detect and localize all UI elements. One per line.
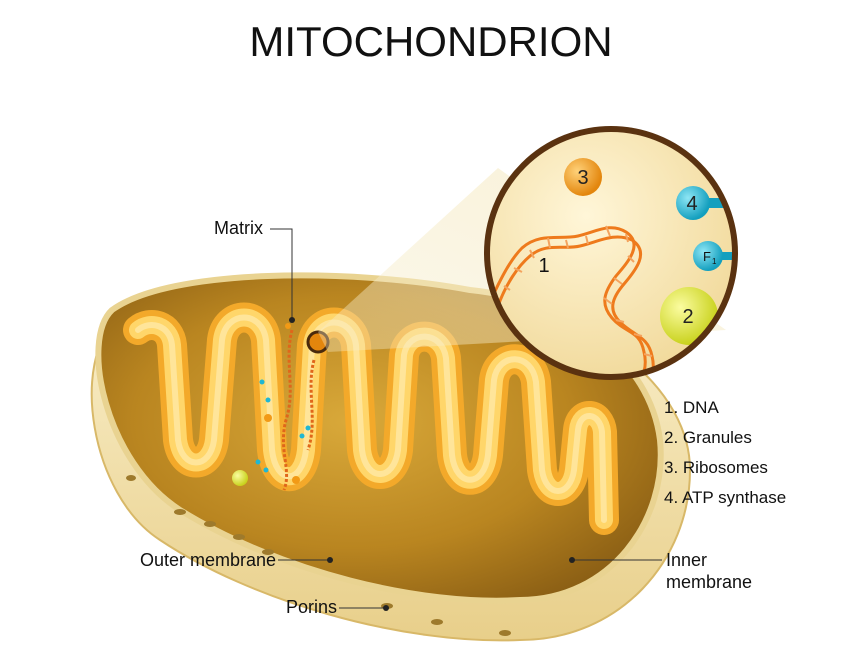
porin <box>431 619 443 625</box>
page-title: MITOCHONDRION <box>249 18 612 65</box>
matrix-dna <box>306 359 316 451</box>
atp-synthase-dot <box>259 379 265 385</box>
ribosome-dot <box>285 323 291 329</box>
granule-ball <box>660 287 718 345</box>
ribosome-dot <box>264 414 272 422</box>
f1-ball <box>693 241 723 271</box>
callout-matrix: Matrix <box>214 218 295 323</box>
legend: 1. DNA 2. Granules 3. Ribosomes 4. ATP s… <box>664 398 786 507</box>
matrix-leader-line <box>270 228 293 318</box>
porin <box>499 630 511 636</box>
cristae-core <box>135 314 607 523</box>
atp-synthase-number: 4 <box>686 193 697 215</box>
porins-leader-dot <box>383 605 389 611</box>
atp-synthase-dot <box>265 397 271 403</box>
atp-synthase-ball <box>676 186 710 220</box>
f1-label: F <box>703 249 711 264</box>
porin <box>174 509 186 515</box>
atp-synthase-dot <box>305 425 311 431</box>
inset-magnified-view: 1 3 4 F 1 2 <box>484 126 738 380</box>
legend-item-granules: 2. Granules <box>664 428 752 447</box>
matrix-particles <box>232 323 311 486</box>
granule-number: 2 <box>682 306 693 328</box>
inset-border <box>484 126 738 380</box>
atp-synthase-dot <box>263 467 269 473</box>
matrix-leader-dot <box>289 317 295 323</box>
matrix-dna <box>281 329 294 491</box>
legend-item-dna: 1. DNA <box>664 398 719 417</box>
inner-membrane-leader-dot <box>569 557 575 563</box>
ribosome-number: 3 <box>577 167 588 189</box>
legend-item-ribosomes: 3. Ribosomes <box>664 458 768 477</box>
inset-dna-strand-a <box>488 226 647 377</box>
atp-synthase-stalk <box>708 198 726 208</box>
f1-subscript: 1 <box>712 257 717 266</box>
inset-dna-number: 1 <box>538 255 549 277</box>
callout-outer-membrane: Outer membrane <box>140 550 333 570</box>
outer-membrane-label: Outer membrane <box>140 550 276 570</box>
inner-membrane-label-line2: membrane <box>666 572 752 592</box>
atp-synthase-dot <box>255 459 261 465</box>
matrix-label: Matrix <box>214 218 263 238</box>
outer-membrane-leader-dot <box>327 557 333 563</box>
porin <box>262 549 274 555</box>
porin <box>126 475 136 481</box>
legend-item-atp-synthase: 4. ATP synthase <box>664 488 786 507</box>
ribosome-ball <box>564 158 602 196</box>
porin <box>233 534 245 540</box>
mitochondrion <box>90 272 692 642</box>
atp-synthase-dot <box>299 433 305 439</box>
callout-porins: Porins <box>286 597 389 617</box>
callout-inner-membrane: Inner membrane <box>569 550 752 592</box>
porins-label: Porins <box>286 597 337 617</box>
f1-stalk <box>720 252 732 260</box>
ribosome-dot <box>292 476 300 484</box>
granule-dot <box>232 470 248 486</box>
inner-membrane-label-line1: Inner <box>666 550 707 570</box>
porin <box>204 521 216 527</box>
inset-dna-strand-b <box>496 235 655 377</box>
